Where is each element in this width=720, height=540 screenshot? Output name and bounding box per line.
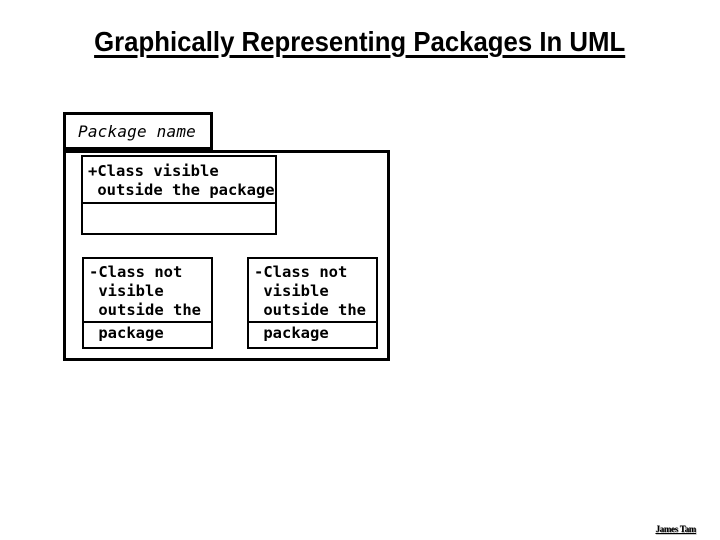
class-compartment-line: package (254, 324, 329, 342)
class-name-compartment: -Class not visible outside the (249, 259, 376, 323)
class-name-line: outside the package (88, 181, 275, 199)
class-name-line: visible (89, 282, 164, 300)
class-second-compartment: package (249, 323, 376, 343)
class-empty-compartment (83, 204, 275, 205)
class-second-compartment: package (84, 323, 211, 343)
class-name-line: visible (254, 282, 329, 300)
class-name-compartment: +Class visible outside the package (83, 157, 275, 204)
class-name-line: -Class not (254, 263, 348, 281)
uml-class-box-private-left: -Class not visible outside the package (82, 257, 213, 349)
title-container: Graphically Representing Packages In UML (0, 28, 720, 56)
package-name-label: Package name (78, 121, 196, 141)
uml-package-tab: Package name (63, 112, 213, 150)
class-name-line: outside the (254, 301, 366, 319)
class-compartment-line: package (89, 324, 164, 342)
class-name-line: -Class not (89, 263, 183, 281)
slide-title: Graphically Representing Packages In UML (94, 26, 626, 57)
class-name-compartment: -Class not visible outside the (84, 259, 211, 323)
class-name-line: +Class visible (88, 162, 219, 180)
uml-class-box-private-right: -Class not visible outside the package (247, 257, 378, 349)
class-name-line: outside the (89, 301, 201, 319)
uml-class-box-public: +Class visible outside the package (81, 155, 277, 235)
author-credit: James Tam (655, 524, 696, 534)
